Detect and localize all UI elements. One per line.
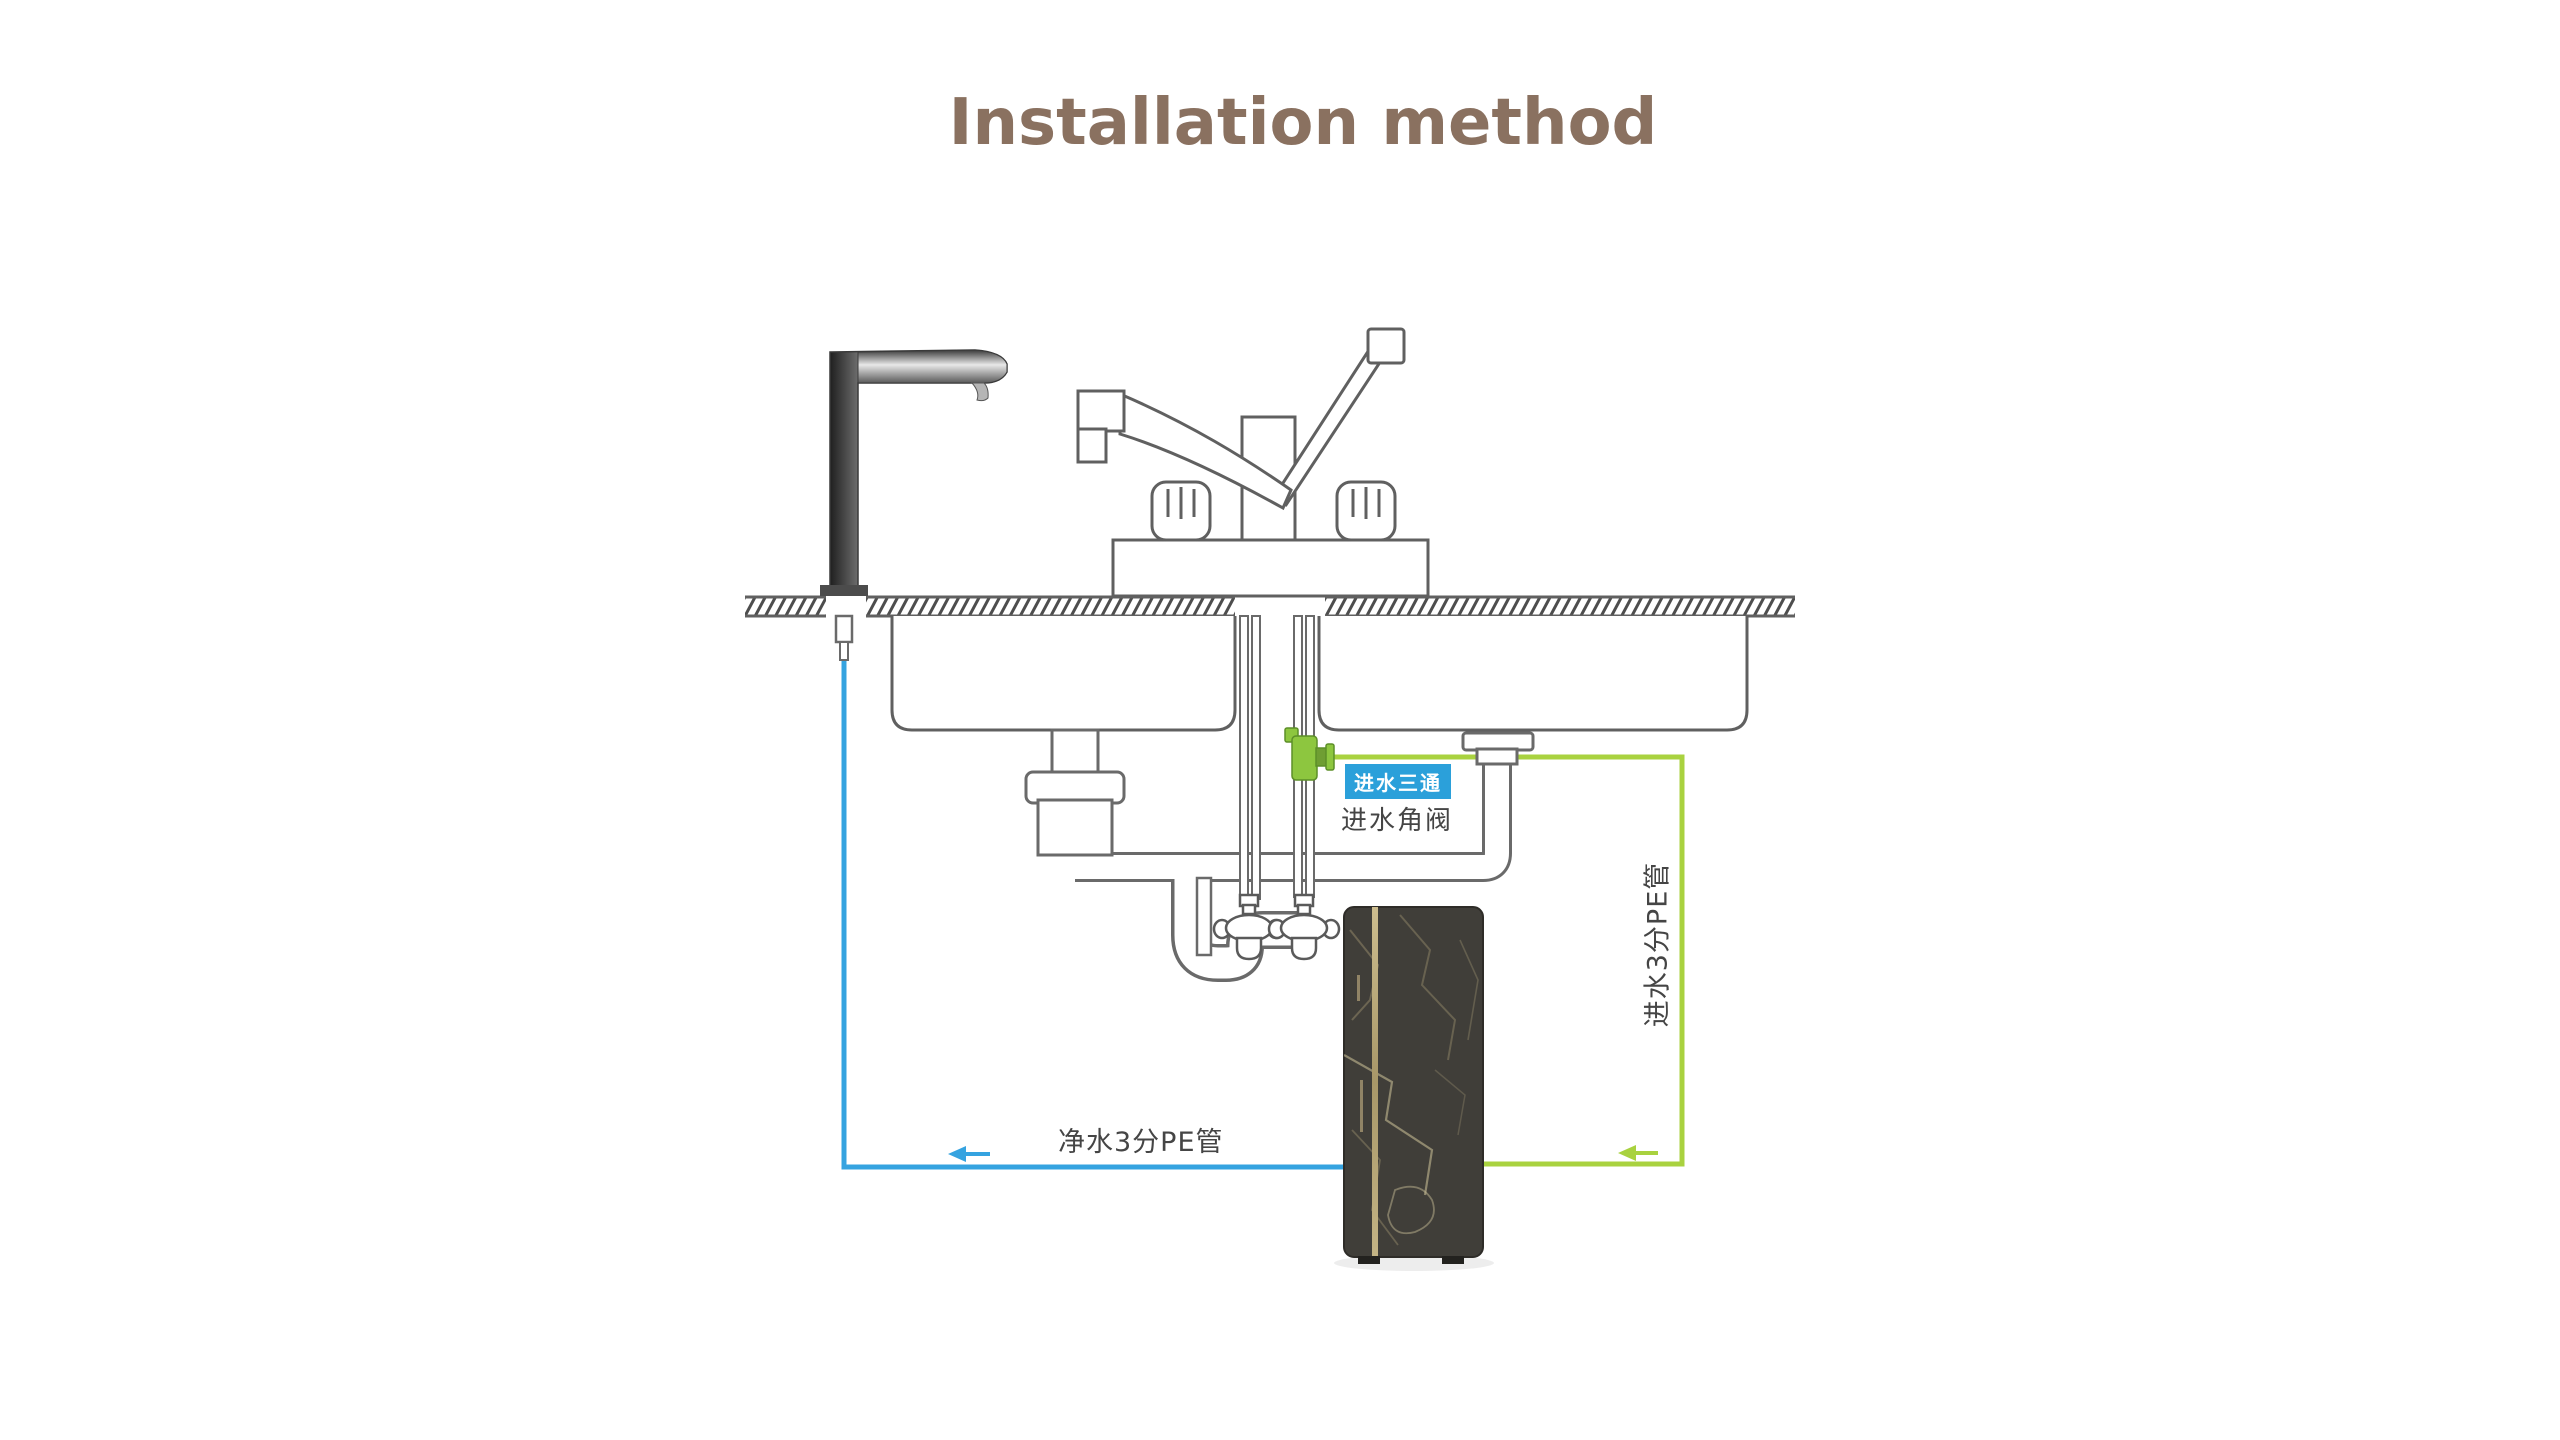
left-drain — [1024, 728, 1126, 857]
mixer-knob-left — [1150, 480, 1212, 542]
label-purified-pe-pipe: 净水3分PE管 — [1058, 1127, 1224, 1158]
faucet-base-plate — [820, 585, 868, 596]
label-inlet-angle-valve: 进水角阀 — [1341, 806, 1454, 836]
flow-arrow-green — [1618, 1145, 1658, 1161]
trap-inlet-pipe — [1195, 876, 1213, 957]
faucet-spout-drip — [970, 382, 989, 402]
purifier-foot-right — [1442, 1256, 1464, 1264]
plumbing-diagram-svg — [745, 327, 1795, 1271]
right-basin — [1317, 616, 1749, 732]
purified-water-faucet — [820, 349, 1008, 661]
faucet-tube-stub — [839, 641, 849, 661]
sink-basins — [890, 616, 1749, 732]
label-inlet-tee: 进水三通 — [1345, 764, 1451, 799]
countertop — [745, 594, 1795, 619]
mixer-spout-end-upper — [1076, 389, 1126, 433]
angle-valve-right — [1267, 893, 1341, 961]
purifier-gold-stripe — [1372, 907, 1378, 1257]
purifier-unit — [1334, 906, 1494, 1271]
faucet-shank — [834, 614, 854, 644]
right-drain-tailpiece — [1461, 731, 1535, 766]
counter-hole-supply-tubes — [1235, 594, 1325, 619]
purifier-marble-veins — [1344, 914, 1479, 1246]
left-basin — [890, 616, 1237, 732]
purified-water-line — [841, 658, 1360, 1170]
inlet-tee-valve — [1284, 727, 1335, 781]
mixer-lever-cap — [1366, 327, 1406, 365]
mixer-faucet — [1076, 327, 1430, 598]
mixer-spout-end-lower — [1076, 427, 1108, 464]
mixer-spout-arm — [1118, 391, 1293, 511]
purifier-foot-left — [1358, 1256, 1380, 1264]
label-inlet-pe-pipe: 进水3分PE管 — [1642, 861, 1674, 1028]
mixer-base — [1111, 538, 1430, 598]
flow-arrow-blue — [948, 1146, 990, 1162]
page-title: Installation method — [948, 86, 1658, 160]
inlet-angle-valves — [1212, 893, 1341, 961]
mixer-knob-right — [1335, 480, 1397, 542]
